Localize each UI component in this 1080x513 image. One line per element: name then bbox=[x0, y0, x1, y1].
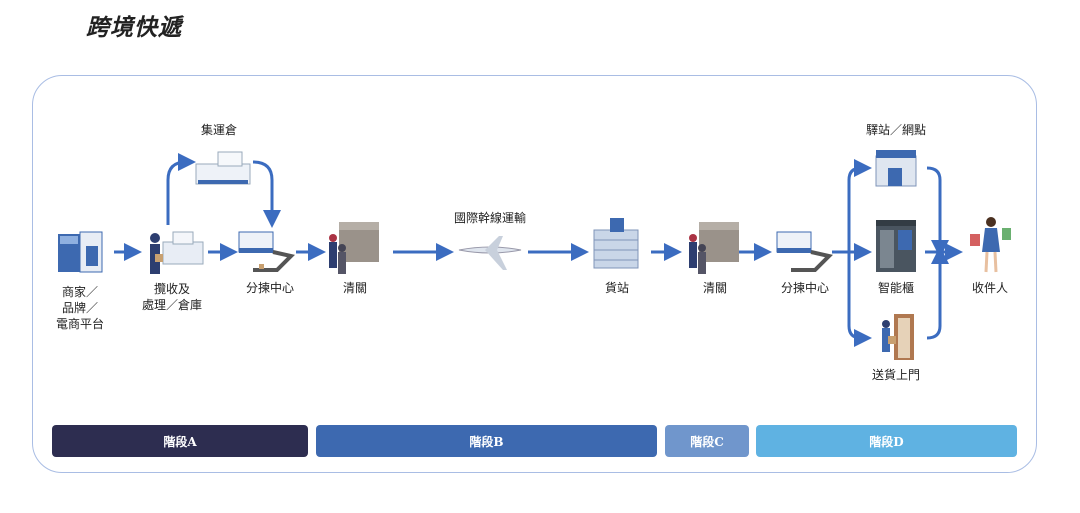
label-line: 商家／ bbox=[61, 285, 99, 299]
node-door-label: 送貨上門 bbox=[871, 368, 921, 382]
sorting-center-icon bbox=[238, 231, 295, 272]
arrow bbox=[252, 160, 281, 228]
arrow bbox=[847, 159, 872, 252]
diagram-frame bbox=[32, 75, 1037, 473]
recipient-icon bbox=[970, 217, 1011, 273]
stage-a-bar: 階段A bbox=[52, 425, 308, 457]
node-sorting1-label: 分揀中心 bbox=[245, 281, 295, 295]
door-delivery-icon bbox=[882, 314, 914, 360]
label-line: 電商平台 bbox=[55, 317, 105, 331]
node-locker-label: 智能櫃 bbox=[877, 281, 915, 295]
node-air-label: 國際幹線運輸 bbox=[453, 211, 527, 225]
station-building-icon bbox=[875, 150, 917, 187]
node-consolidation-label: 集運倉 bbox=[200, 123, 238, 137]
customs-icon bbox=[329, 222, 379, 274]
arrow bbox=[926, 246, 949, 340]
stage-c-bar: 階段C bbox=[665, 425, 749, 457]
cargo-station-icon bbox=[593, 218, 639, 269]
label-line: 品牌／ bbox=[61, 301, 99, 315]
consolidation-warehouse-icon bbox=[195, 151, 251, 185]
node-customs1-label: 清關 bbox=[342, 281, 368, 295]
node-recipient-label: 收件人 bbox=[971, 281, 1009, 295]
airplane-icon bbox=[458, 236, 522, 270]
label-line: 攬收及 bbox=[153, 282, 191, 296]
arrow bbox=[166, 153, 196, 225]
storefront-icon bbox=[58, 231, 103, 273]
arrow bbox=[847, 252, 872, 347]
node-station-label: 驛站／網點 bbox=[865, 123, 927, 137]
pickup-warehouse-icon bbox=[150, 231, 204, 274]
node-merchant-label: 商家／ 品牌／ 電商平台 bbox=[56, 284, 104, 332]
smart-locker-icon bbox=[876, 220, 916, 272]
node-cargo-label: 貨站 bbox=[604, 281, 630, 295]
label-line: 處理／倉庫 bbox=[141, 298, 203, 312]
page-title: 跨境快遞 bbox=[86, 14, 182, 41]
arrow bbox=[926, 166, 949, 258]
stage-d-bar: 階段D bbox=[756, 425, 1017, 457]
stage-b-bar: 階段B bbox=[316, 425, 657, 457]
node-sorting2-label: 分揀中心 bbox=[780, 281, 830, 295]
customs-icon-2 bbox=[689, 222, 739, 274]
sorting-center-icon-2 bbox=[776, 231, 833, 272]
node-pickup-label: 攬收及處理／倉庫 bbox=[142, 281, 202, 313]
node-customs2-label: 清關 bbox=[702, 281, 728, 295]
